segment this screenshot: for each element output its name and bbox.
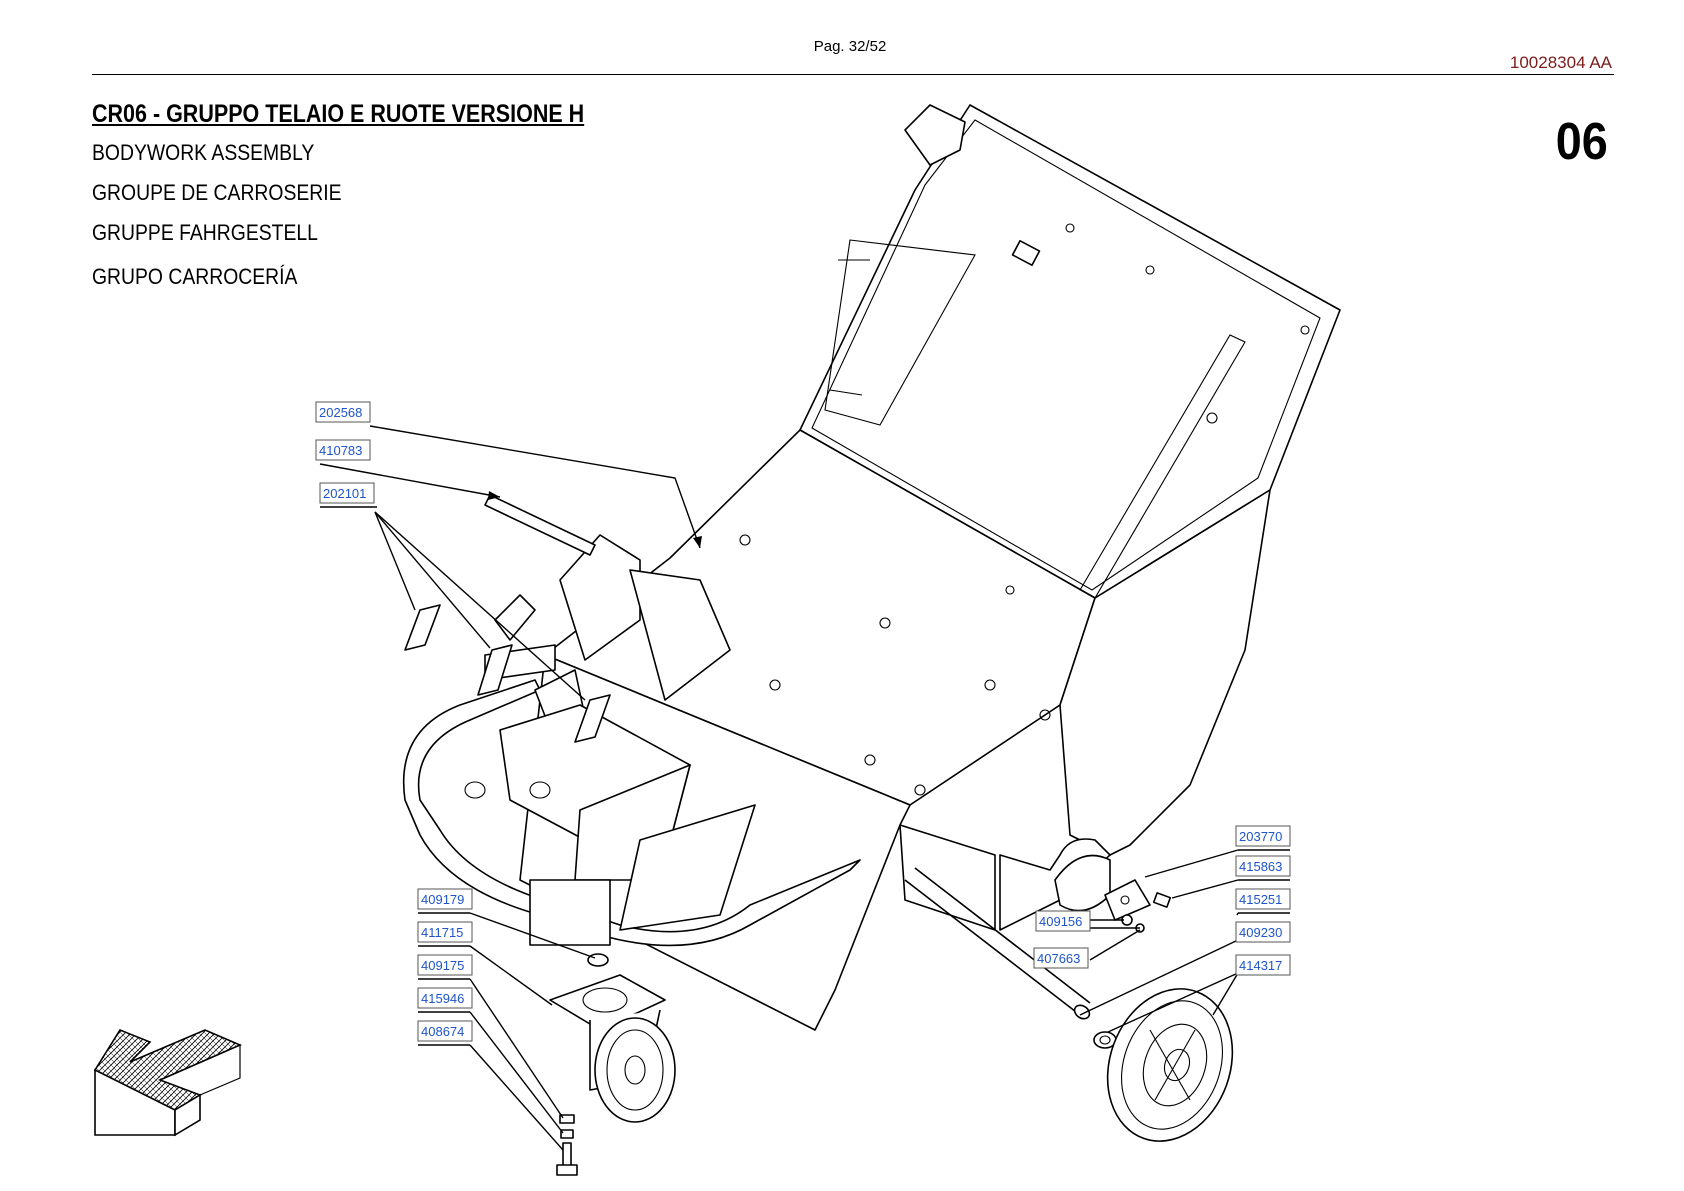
subtitle-fr: GROUPE DE CARROSERIE [92,180,342,205]
part-label-414317: 414317 [1235,954,1291,976]
part-label-409230: 409230 [1235,921,1291,943]
svg-text:415946: 415946 [421,991,464,1006]
small-plates [404,604,611,743]
svg-text:415863: 415863 [1239,859,1282,874]
subtitle-en: BODYWORK ASSEMBLY [92,140,315,165]
part-label-409156: 409156 [1035,910,1091,932]
part-label-411715: 411715 [417,921,473,943]
part-label-415251: 415251 [1235,888,1291,910]
part-label-203770: 203770 [1235,825,1291,847]
svg-text:410783: 410783 [319,443,362,458]
page-number: Pag. 32/52 [813,38,887,55]
header-divider [92,74,1614,75]
part-label-408674: 408674 [417,1020,473,1042]
svg-text:408674: 408674 [421,1024,464,1039]
section-number: 06 [1555,113,1608,171]
svg-text:409175: 409175 [421,958,464,973]
leader-lines [319,425,1290,1151]
svg-text:407663: 407663 [1037,951,1080,966]
svg-text:409179: 409179 [421,892,464,907]
part-label-409175: 409175 [417,954,473,976]
part-label-410783: 410783 [315,439,371,461]
svg-text:203770: 203770 [1239,829,1282,844]
svg-text:411715: 411715 [421,925,463,940]
part-label-202568: 202568 [315,401,371,423]
document-code: 10028304 AA [1509,53,1612,72]
part-label-415946: 415946 [417,987,473,1009]
axle [904,867,1117,1049]
svg-text:202101: 202101 [323,486,366,501]
svg-text:202568: 202568 [319,405,362,420]
page-title: CR06 - GRUPPO TELAIO E RUOTE VERSIONE H [92,100,585,128]
svg-text:409230: 409230 [1239,925,1282,940]
subtitle-de: GRUPPE FAHRGESTELL [92,220,318,245]
strip-410783 [484,494,596,556]
part-label-407663: 407663 [1033,947,1089,969]
subtitle-es: GRUPO CARROCERÍA [92,264,298,289]
svg-text:409156: 409156 [1039,914,1082,929]
part-label-409179: 409179 [417,888,473,910]
part-label-415863: 415863 [1235,855,1291,877]
svg-text:414317: 414317 [1239,958,1282,973]
front-caster [549,953,676,1176]
back-arrow-icon[interactable] [93,1029,243,1140]
part-label-202101: 202101 [319,482,375,504]
svg-text:415251: 415251 [1239,892,1282,907]
